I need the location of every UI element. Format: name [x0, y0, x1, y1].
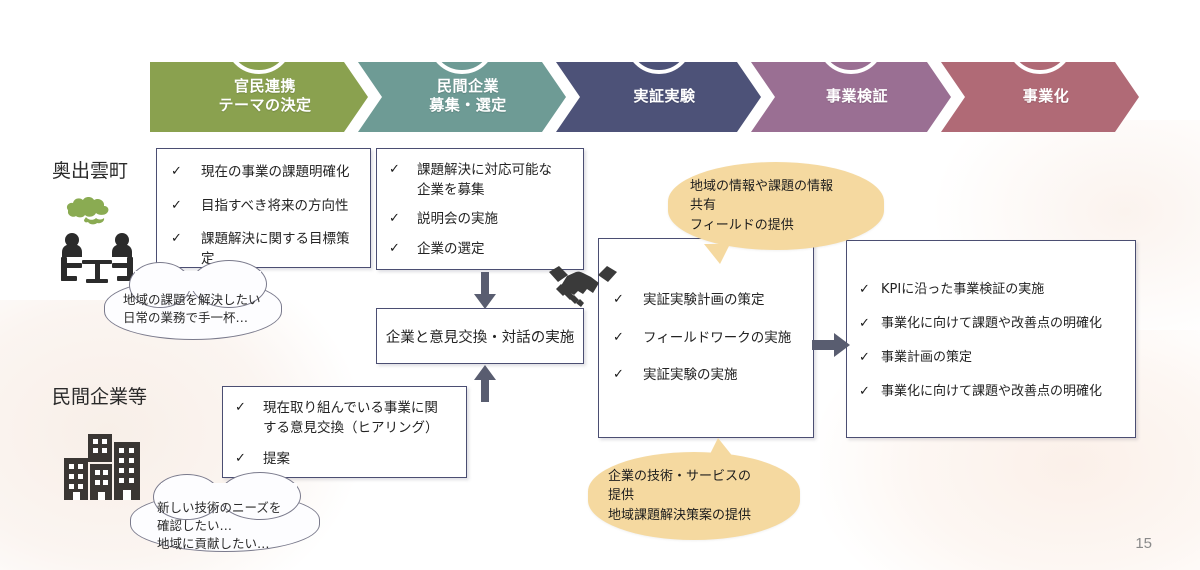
list-item-label: 課題解決に対応可能な 企業を募集 — [417, 162, 552, 198]
process-step-demonstration-experiment[interactable]: 実証実験 — [556, 62, 761, 132]
check-icon: ✓ — [613, 292, 624, 307]
list-item-label: 目指すべき将来の方向性 — [201, 197, 349, 214]
check-icon: ✓ — [235, 451, 246, 467]
box-company-actions: ✓ 現在取り組んでいる事業に関 する意見交換（ヒアリング） ✓ 提案 — [222, 386, 467, 478]
list-item-label: 現在取り組んでいる事業に関 する意見交換（ヒアリング） — [263, 400, 439, 436]
check-icon: ✓ — [859, 383, 870, 399]
list-item-label: 事業計画の策定 — [881, 349, 973, 365]
arrow-down-to-dialogue — [472, 272, 498, 315]
check-icon: ✓ — [235, 400, 246, 415]
arrow-experiment-to-verification — [812, 330, 852, 365]
list-item-label: 実証実験計画の策定 — [643, 292, 765, 308]
check-icon: ✓ — [389, 240, 400, 256]
check-icon: ✓ — [171, 164, 182, 179]
check-icon: ✓ — [171, 231, 182, 247]
list-item-label: 説明会の実施 — [417, 211, 498, 228]
verification-list: ✓ KPIに沿った事業検証の実施 ✓ 事業化に向けて課題や改善点の明確化 ✓ 事… — [859, 281, 1125, 401]
list-item: ✓ KPIに沿った事業検証の実施 — [859, 281, 1125, 300]
check-icon: ✓ — [859, 282, 870, 297]
map-shape-icon — [58, 188, 132, 233]
check-icon: ✓ — [859, 349, 870, 365]
box-company-recruitment: ✓ 課題解決に対応可能な 企業を募集 ✓ 説明会の実施 ✓ 企業の選定 — [376, 148, 584, 270]
list-item: ✓ 目指すべき将来の方向性 — [171, 197, 360, 217]
thought-cloud-company-text: 新しい技術のニーズを 確認したい… 地域に貢献したい… — [157, 500, 282, 552]
thought-cloud-company: 新しい技術のニーズを 確認したい… 地域に貢献したい… — [130, 472, 320, 552]
handshake-icon — [543, 256, 623, 319]
check-icon: ✓ — [613, 329, 624, 345]
list-item: ✓ 事業計画の策定 — [859, 349, 1125, 368]
callout-company-contribution-text: 企業の技術・サービスの 提供 地域課題解決策案の提供 — [608, 468, 752, 523]
list-item-label: 課題解決に関する目標策定 — [201, 231, 350, 267]
thought-cloud-town: 地域の課題を解決したい 日常の業務で手一杯… — [104, 260, 282, 340]
notepad-pencil-icon — [428, 6, 496, 74]
list-item-label: 現在の事業の課題明確化 — [201, 164, 350, 180]
arrow-up-to-dialogue — [472, 364, 498, 407]
process-step-label: 民間企業 募集・選定 — [429, 78, 507, 114]
check-icon: ✓ — [389, 211, 400, 227]
process-flow-bar: 官民連携 テーマの決定 民間企業 募集・選定 — [150, 62, 1139, 132]
list-item: ✓ フィールドワークの実施 — [613, 329, 803, 349]
box-demonstration-experiment: ✓ 実証実験計画の策定 ✓ フィールドワークの実施 ✓ 実証実験の実施 — [598, 238, 814, 438]
list-item-label: 提案 — [263, 451, 290, 468]
page-number: 15 — [1135, 535, 1152, 552]
target-dart-icon — [625, 6, 693, 74]
lane-label-town: 奥出雲町 — [52, 160, 129, 182]
callout-company-contribution: 企業の技術・サービスの 提供 地域課題解決策案の提供 — [588, 438, 800, 540]
list-item: ✓ 現在の事業の課題明確化 — [171, 163, 360, 183]
office-buildings-icon — [62, 432, 144, 507]
company-actions-list: ✓ 現在取り組んでいる事業に関 する意見交換（ヒアリング） ✓ 提案 — [235, 399, 456, 470]
list-item: ✓ 事業化に向けて課題や改善点の明確化 — [859, 315, 1125, 334]
process-step-label: 実証実験 — [633, 87, 696, 105]
list-item-label: 事業化に向けて課題や改善点の明確化 — [881, 383, 1103, 399]
process-step-commercialization[interactable]: 事業化 — [941, 62, 1139, 132]
process-step-label: 事業検証 — [825, 87, 888, 105]
list-item-label: 企業の選定 — [417, 240, 485, 257]
list-item: ✓ 提案 — [235, 450, 456, 470]
process-step-theme-decision[interactable]: 官民連携 テーマの決定 — [150, 62, 368, 132]
curtain-stage-icon — [1006, 6, 1074, 74]
list-item: ✓ 現在取り組んでいる事業に関 する意見交換（ヒアリング） — [235, 399, 456, 438]
list-item: ✓ 説明会の実施 — [389, 210, 573, 230]
list-item: ✓ 実証実験計画の策定 — [613, 291, 803, 311]
check-icon: ✓ — [613, 367, 624, 383]
list-item-label: 実証実験の実施 — [643, 367, 738, 384]
list-item-label: KPIに沿った事業検証の実施 — [881, 282, 1045, 297]
box-dialogue-with-companies: 企業と意見交換・対話の実施 — [376, 308, 584, 364]
box-business-verification: ✓ KPIに沿った事業検証の実施 ✓ 事業化に向けて課題や改善点の明確化 ✓ 事… — [846, 240, 1136, 438]
process-step-label: 事業化 — [1022, 87, 1070, 105]
callout-town-contribution: 地域の情報や課題の情報 共有 フィールドの提供 — [668, 162, 884, 264]
list-item: ✓ 課題解決に関する目標策定 — [171, 230, 360, 269]
process-step-label: 官民連携 テーマの決定 — [218, 78, 312, 114]
list-item: ✓ 課題解決に対応可能な 企業を募集 — [389, 161, 573, 200]
lightbulb-icon — [225, 6, 293, 74]
check-icon: ✓ — [389, 162, 400, 177]
list-item: ✓ 実証実験の実施 — [613, 366, 803, 386]
callout-town-contribution-text: 地域の情報や課題の情報 共有 フィールドの提供 — [690, 178, 834, 233]
thought-cloud-town-text: 地域の課題を解決したい 日常の業務で手一杯… — [123, 292, 261, 326]
meeting-people-icon — [52, 230, 142, 297]
town-goals-list: ✓ 現在の事業の課題明確化 ✓ 目指すべき将来の方向性 ✓ 課題解決に関する目標… — [171, 163, 360, 269]
list-item-label: 事業化に向けて課題や改善点の明確化 — [881, 315, 1103, 331]
dialogue-label: 企業と意見交換・対話の実施 — [385, 329, 575, 346]
check-icon: ✓ — [171, 197, 182, 213]
list-item: ✓ 事業化に向けて課題や改善点の明確化 — [859, 383, 1125, 402]
list-item-label: フィールドワークの実施 — [643, 329, 792, 346]
process-step-business-verification[interactable]: 事業検証 — [751, 62, 951, 132]
monitor-chart-icon — [817, 6, 885, 74]
box-town-goals: ✓ 現在の事業の課題明確化 ✓ 目指すべき将来の方向性 ✓ 課題解決に関する目標… — [156, 148, 371, 268]
process-step-company-recruitment[interactable]: 民間企業 募集・選定 — [358, 62, 566, 132]
recruitment-list: ✓ 課題解決に対応可能な 企業を募集 ✓ 説明会の実施 ✓ 企業の選定 — [389, 161, 573, 259]
lane-label-company: 民間企業等 — [52, 386, 148, 408]
experiment-list: ✓ 実証実験計画の策定 ✓ フィールドワークの実施 ✓ 実証実験の実施 — [613, 291, 803, 386]
check-icon: ✓ — [859, 315, 870, 331]
list-item: ✓ 企業の選定 — [389, 240, 573, 260]
